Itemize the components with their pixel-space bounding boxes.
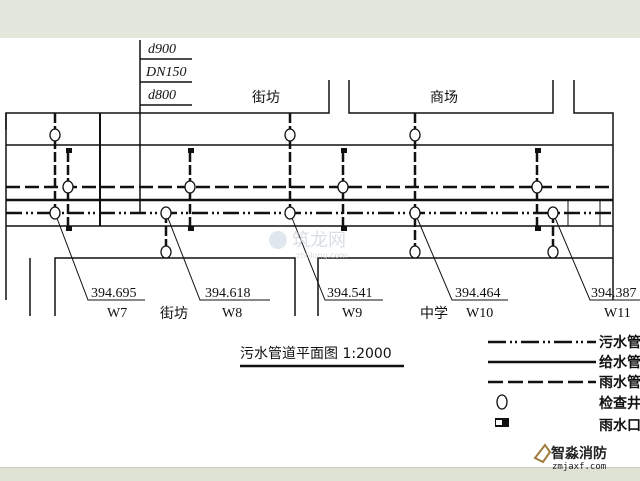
bottom-band [0, 467, 640, 481]
block-label: 街坊 [252, 90, 280, 106]
plan-title: 污水管道平面图 1:2000 [240, 346, 392, 362]
spec-d800: d800 [148, 88, 176, 103]
svg-text:zhulong.com: zhulong.com [296, 251, 347, 260]
svg-text:给水管: 给水管 [599, 354, 640, 371]
svg-text:污水管: 污水管 [599, 334, 640, 351]
legend: 污水管 给水管 雨水管 检查井 雨水口 [488, 334, 640, 434]
svg-text:W8: W8 [222, 306, 242, 321]
manhole-circles [49, 128, 559, 259]
block-label: 街坊 [160, 306, 188, 322]
watermark: 筑龙网 zhulong.com [269, 230, 347, 260]
svg-text:394.618: 394.618 [205, 286, 251, 301]
block-label: 中学 [420, 306, 448, 322]
svg-text:检查井: 检查井 [599, 395, 640, 412]
svg-text:W9: W9 [342, 306, 362, 321]
brand-logo: 智淼消防 zmjaxf.com [533, 443, 607, 472]
rain-inlets [66, 148, 541, 231]
svg-text:W7: W7 [107, 306, 127, 321]
svg-text:zmjaxf.com: zmjaxf.com [552, 462, 606, 472]
top-band [0, 0, 640, 38]
svg-text:雨水管: 雨水管 [599, 374, 640, 391]
spec-d900: d900 [148, 42, 176, 57]
svg-text:W10: W10 [466, 306, 493, 321]
svg-text:W11: W11 [604, 306, 631, 321]
svg-text:雨水口: 雨水口 [599, 417, 640, 434]
svg-text:394.387: 394.387 [591, 286, 637, 301]
svg-text:智淼消防: 智淼消防 [550, 445, 607, 462]
svg-text:394.541: 394.541 [327, 286, 373, 301]
svg-text:394.464: 394.464 [455, 286, 501, 301]
svg-text:筑龙网: 筑龙网 [292, 230, 346, 251]
road-lines [5, 40, 640, 316]
block-label: 商场 [430, 90, 458, 106]
svg-text:394.695: 394.695 [91, 286, 137, 301]
spec-dn150: DN150 [145, 65, 186, 80]
